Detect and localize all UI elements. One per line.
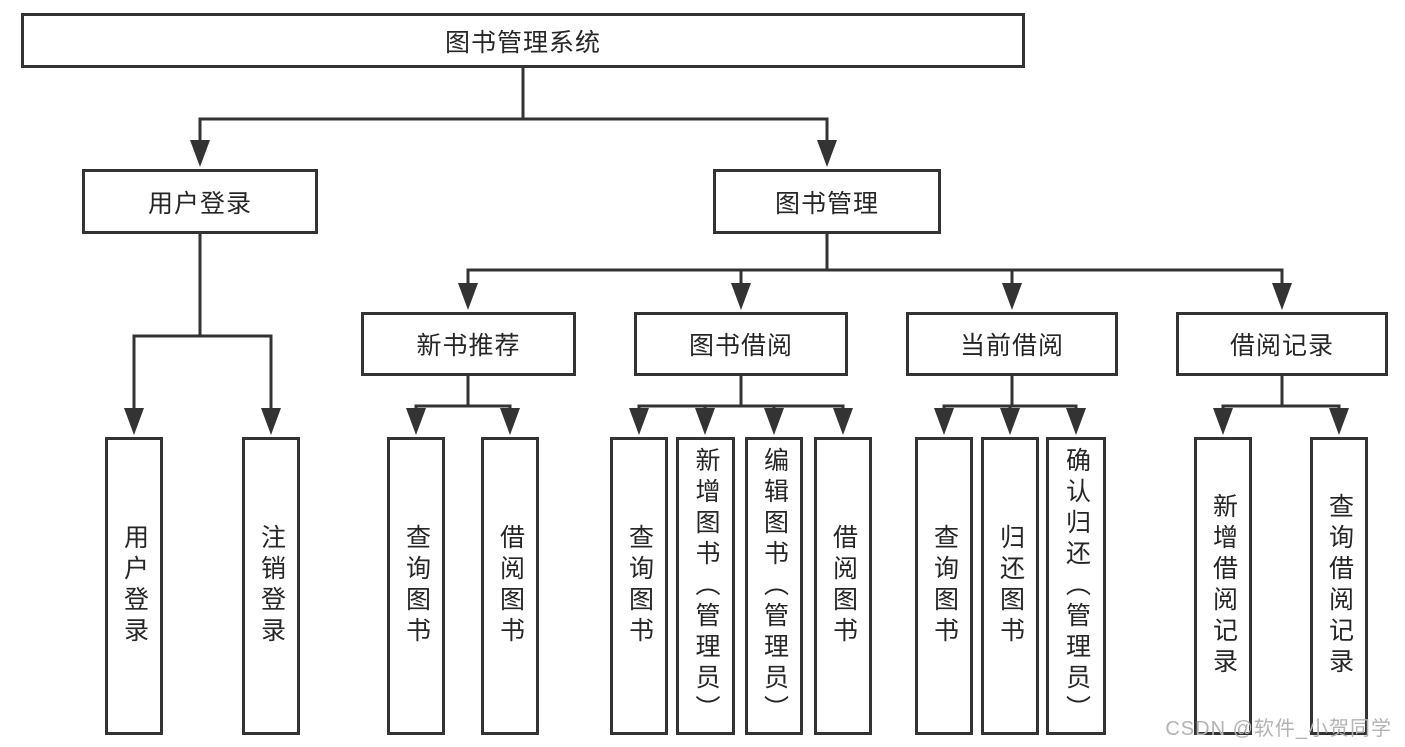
node-current-borrowing-label: 当前借阅 bbox=[959, 332, 1064, 360]
node-user-login-label: 用户登录 bbox=[147, 189, 252, 218]
leaf-logout-label: 注销登录 bbox=[257, 524, 286, 648]
leaf-query-books-recommend-label: 查询图书 bbox=[402, 524, 431, 648]
leaf-add-book-admin-label: 新增图书（管理员） bbox=[692, 446, 720, 726]
csdn-watermark: CSDN @软件_小贺同学 bbox=[1165, 718, 1392, 740]
node-borrowing-records-label: 借阅记录 bbox=[1229, 332, 1334, 360]
leaf-query-borrow-record: 查询借阅记录 bbox=[1310, 437, 1368, 735]
leaf-return-book-label: 归还图书 bbox=[996, 524, 1025, 648]
node-book-management: 图书管理 bbox=[713, 169, 941, 234]
leaf-borrow-books-borrowing-label: 借阅图书 bbox=[829, 524, 858, 648]
leaf-query-books-recommend: 查询图书 bbox=[387, 437, 445, 735]
leaf-user-login-label: 用户登录 bbox=[120, 524, 149, 648]
leaf-confirm-return-admin-label: 确认归还（管理员） bbox=[1062, 446, 1091, 726]
leaf-query-books-borrowing-label: 查询图书 bbox=[625, 524, 654, 648]
node-library-management-system: 图书管理系统 bbox=[21, 13, 1025, 68]
leaf-edit-book-admin: 编辑图书（管理员） bbox=[745, 437, 803, 735]
arrowhead-icons bbox=[124, 140, 1349, 435]
leaf-query-borrow-record-label: 查询借阅记录 bbox=[1325, 493, 1354, 679]
leaf-add-book-admin: 新增图书（管理员） bbox=[676, 437, 735, 735]
leaf-borrow-books-borrowing: 借阅图书 bbox=[814, 437, 872, 735]
leaf-query-books-borrowing: 查询图书 bbox=[610, 437, 668, 735]
leaf-add-borrow-record: 新增借阅记录 bbox=[1194, 437, 1252, 735]
leaf-confirm-return-admin: 确认归还（管理员） bbox=[1046, 437, 1106, 735]
node-book-management-label: 图书管理 bbox=[774, 189, 879, 218]
node-new-book-recommend: 新书推荐 bbox=[361, 312, 576, 376]
node-book-borrowing: 图书借阅 bbox=[634, 312, 848, 376]
leaf-borrow-books-recommend-label: 借阅图书 bbox=[496, 524, 525, 648]
leaf-edit-book-admin-label: 编辑图书（管理员） bbox=[760, 446, 789, 726]
node-new-book-recommend-label: 新书推荐 bbox=[416, 332, 521, 360]
leaf-add-borrow-record-label: 新增借阅记录 bbox=[1209, 493, 1238, 679]
leaf-query-books-current: 查询图书 bbox=[915, 437, 973, 735]
leaf-user-login: 用户登录 bbox=[105, 437, 163, 735]
leaf-return-book: 归还图书 bbox=[981, 437, 1039, 735]
leaf-logout: 注销登录 bbox=[242, 437, 300, 735]
node-user-login: 用户登录 bbox=[82, 169, 318, 234]
node-book-borrowing-label: 图书借阅 bbox=[688, 332, 793, 360]
leaf-borrow-books-recommend: 借阅图书 bbox=[481, 437, 539, 735]
node-borrowing-records: 借阅记录 bbox=[1176, 312, 1388, 376]
leaf-query-books-current-label: 查询图书 bbox=[930, 524, 959, 648]
node-library-management-system-label: 图书管理系统 bbox=[444, 28, 601, 57]
node-current-borrowing: 当前借阅 bbox=[906, 312, 1118, 376]
